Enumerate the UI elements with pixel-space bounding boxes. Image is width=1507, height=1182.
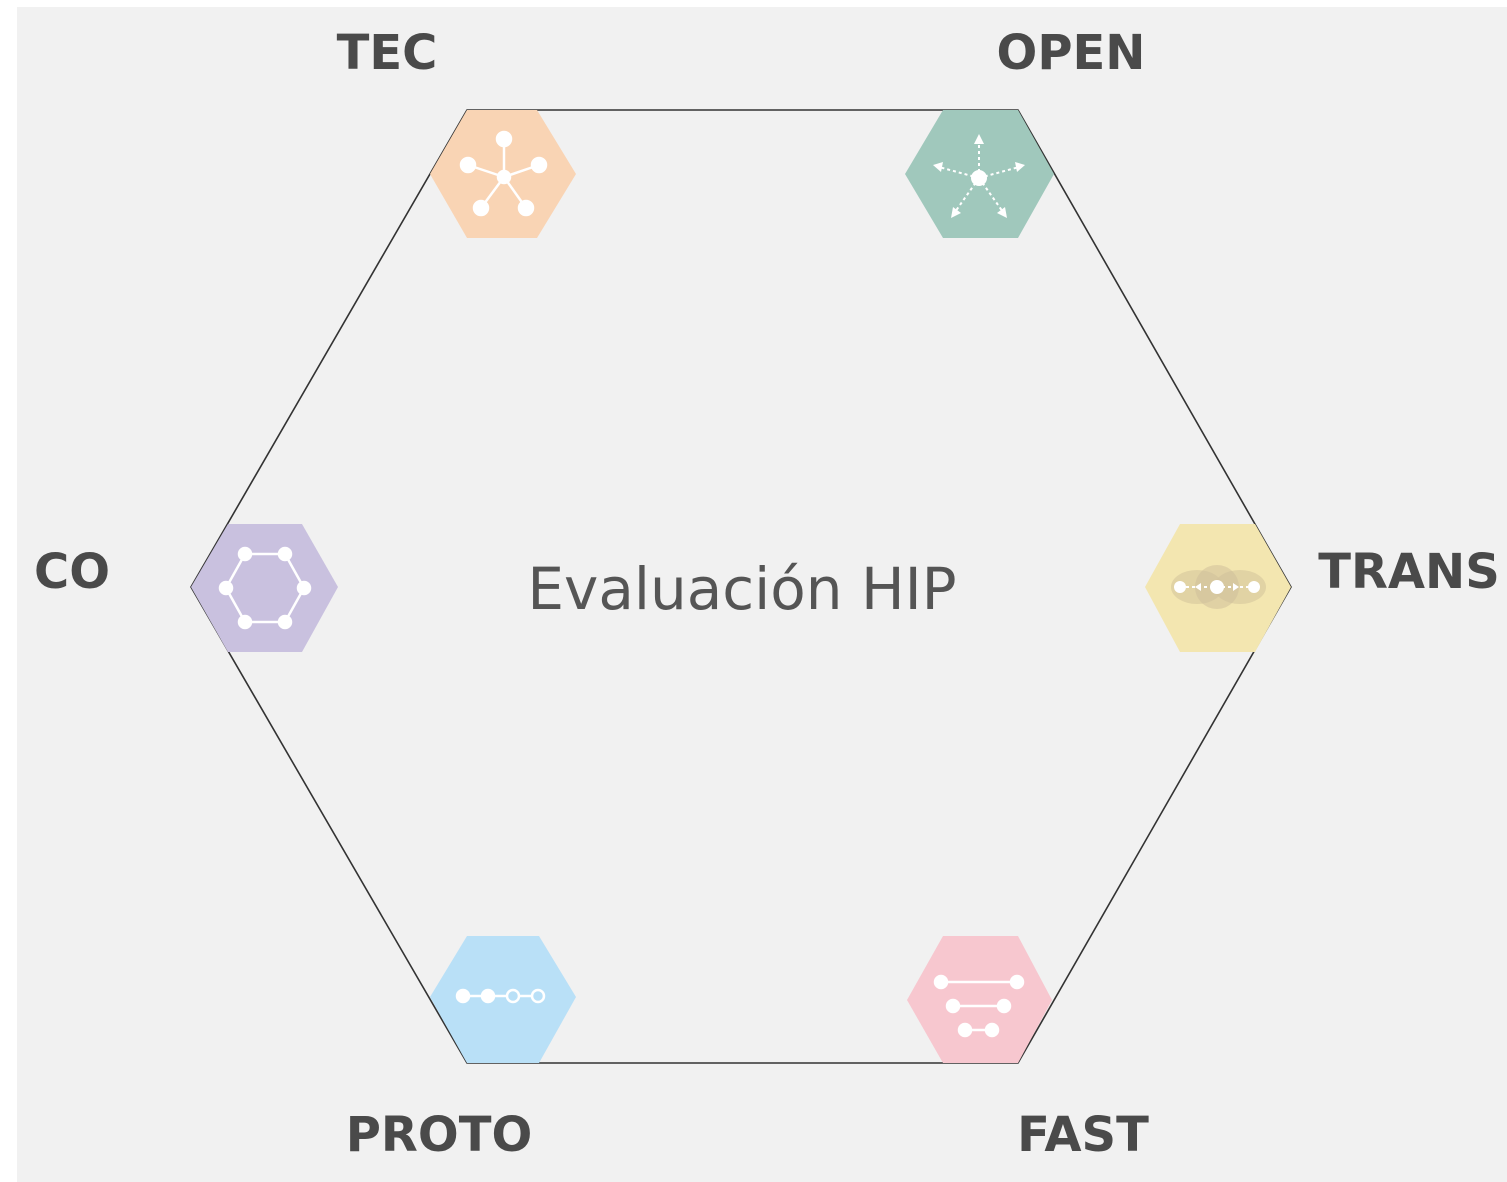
node-tec: TEC — [337, 25, 576, 238]
node-proto-hexagon — [430, 936, 576, 1063]
bidirectional-arrows-icon — [1171, 565, 1266, 609]
node-fast-label: FAST — [1017, 1107, 1149, 1163]
hexagon-ring-icon — [218, 546, 312, 630]
radiating-arrows-icon — [933, 134, 1025, 218]
node-fast-hexagon — [907, 936, 1052, 1063]
node-fast: FAST — [907, 936, 1149, 1163]
node-tec-label: TEC — [337, 25, 438, 81]
network-star-icon — [459, 130, 548, 217]
node-co-label: CO — [34, 544, 110, 600]
center-title: Evaluación HIP — [527, 555, 956, 623]
node-co-hexagon — [191, 524, 338, 652]
node-open: OPEN — [905, 25, 1145, 238]
node-co: CO — [34, 524, 338, 652]
node-proto: PROTO — [346, 936, 576, 1163]
node-proto-label: PROTO — [346, 1107, 533, 1163]
node-trans: TRANS — [1145, 524, 1500, 652]
stacked-lines-icon — [933, 974, 1025, 1038]
node-open-label: OPEN — [997, 25, 1146, 81]
hip-hexagon-diagram: Evaluación HIP TEC — [34, 25, 1500, 1163]
diagram-canvas: Evaluación HIP TEC — [17, 7, 1507, 1182]
node-trans-label: TRANS — [1318, 544, 1500, 600]
linear-nodes-icon — [455, 988, 546, 1004]
